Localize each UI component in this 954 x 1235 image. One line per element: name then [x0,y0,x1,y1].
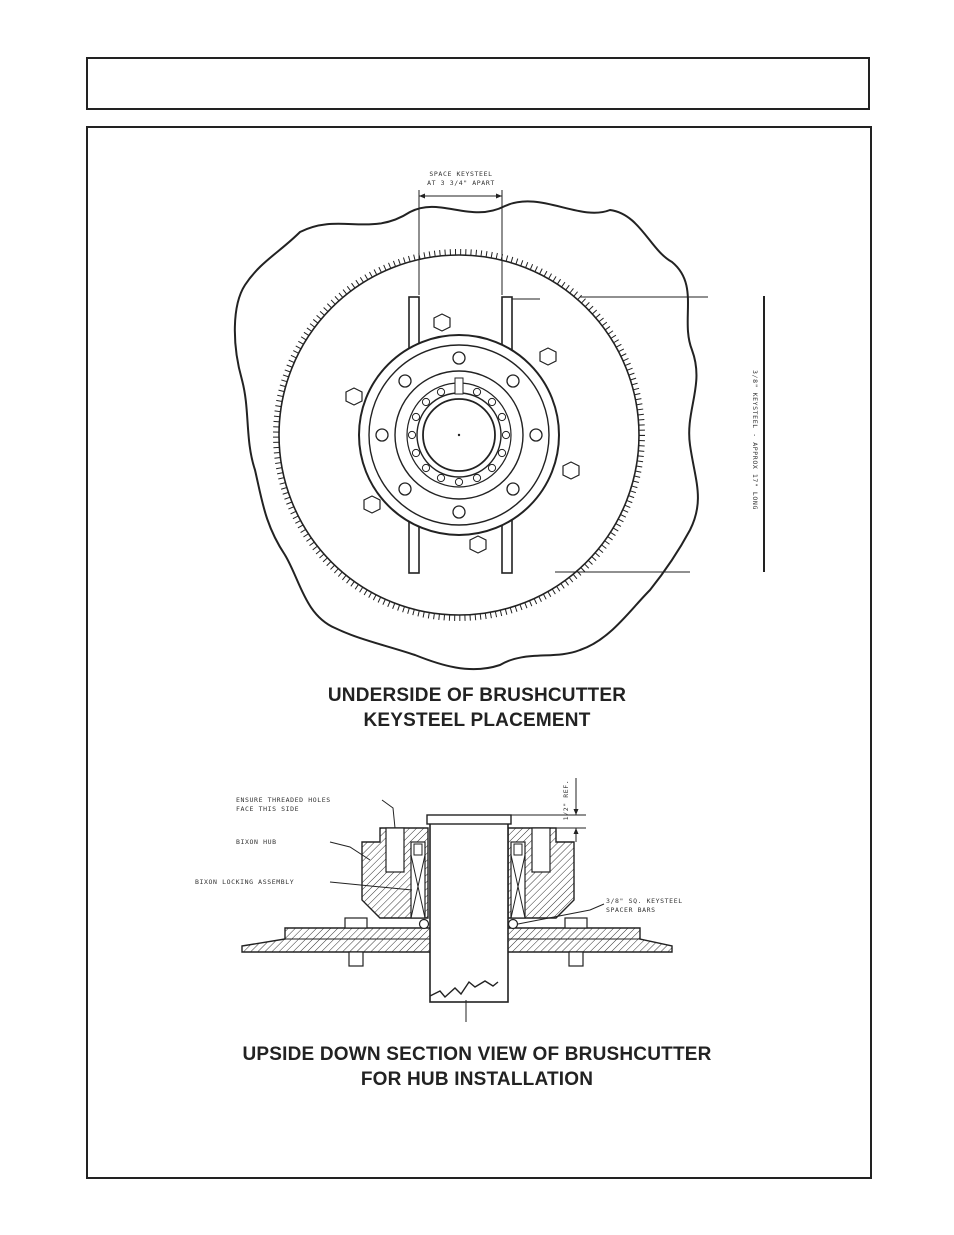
hub-ring-2 [368,344,550,526]
figure2-caption-line1: UPSIDE DOWN SECTION VIEW OF BRUSHCUTTER [242,1044,712,1065]
section-view-drawing: 1/2" REF. ENSURE THREADED HOLES FACE THI… [195,778,683,1022]
deck-outline [233,200,699,671]
figure1-caption: UNDERSIDE OF BRUSHCUTTER KEYSTEEL PLACEM… [0,683,954,733]
hub-center-point [457,433,461,437]
label-locking: BIXON LOCKING ASSEMBLY [195,878,294,886]
figure1-caption-line1: UNDERSIDE OF BRUSHCUTTER [327,685,627,706]
label-spacer-line2: SPACER BARS [606,906,656,914]
header-box [86,57,870,110]
underside-drawing: SPACE KEYSTEEL AT 3 3/4" APART 3/8" KEYS… [233,170,765,671]
figure2-caption: UPSIDE DOWN SECTION VIEW OF BRUSHCUTTER … [0,1042,954,1092]
spacer-bar-right [507,918,519,930]
label-threaded-line2: FACE THIS SIDE [236,805,299,813]
label-spacing-line2: AT 3 3/4" APART [427,179,495,187]
hub-ring-3 [394,370,524,500]
hub-split-gap [454,377,464,395]
threaded-hole-right [531,827,551,873]
spacer-bar-left [418,918,430,930]
label-ref: 1/2" REF. [562,780,570,821]
locking-assembly-left [410,841,426,919]
hub-outer-bolts [375,351,543,519]
deck-bolts [344,917,588,967]
label-keysteel-length: 3/8" KEYSTEEL - APPROX 17" LONG [751,370,759,510]
figure1-caption-line2: KEYSTEEL PLACEMENT [363,710,591,731]
label-spacing-line1: SPACE KEYSTEEL [429,170,492,178]
content-box [86,126,872,1179]
shaft [429,817,509,1003]
shaft-top [426,814,512,825]
label-hub: BIXON HUB [236,838,277,846]
threaded-hole-left [385,827,405,873]
label-threaded-line1: ENSURE THREADED HOLES [236,796,331,804]
figure2-caption-line2: FOR HUB INSTALLATION [360,1069,594,1090]
label-spacer-line1: 3/8" SQ. KEYSTEEL [606,897,683,905]
locking-assembly-right [510,841,526,919]
blade-bolts [345,313,580,554]
shaft-break [429,980,499,999]
blade-teeth [273,249,645,621]
